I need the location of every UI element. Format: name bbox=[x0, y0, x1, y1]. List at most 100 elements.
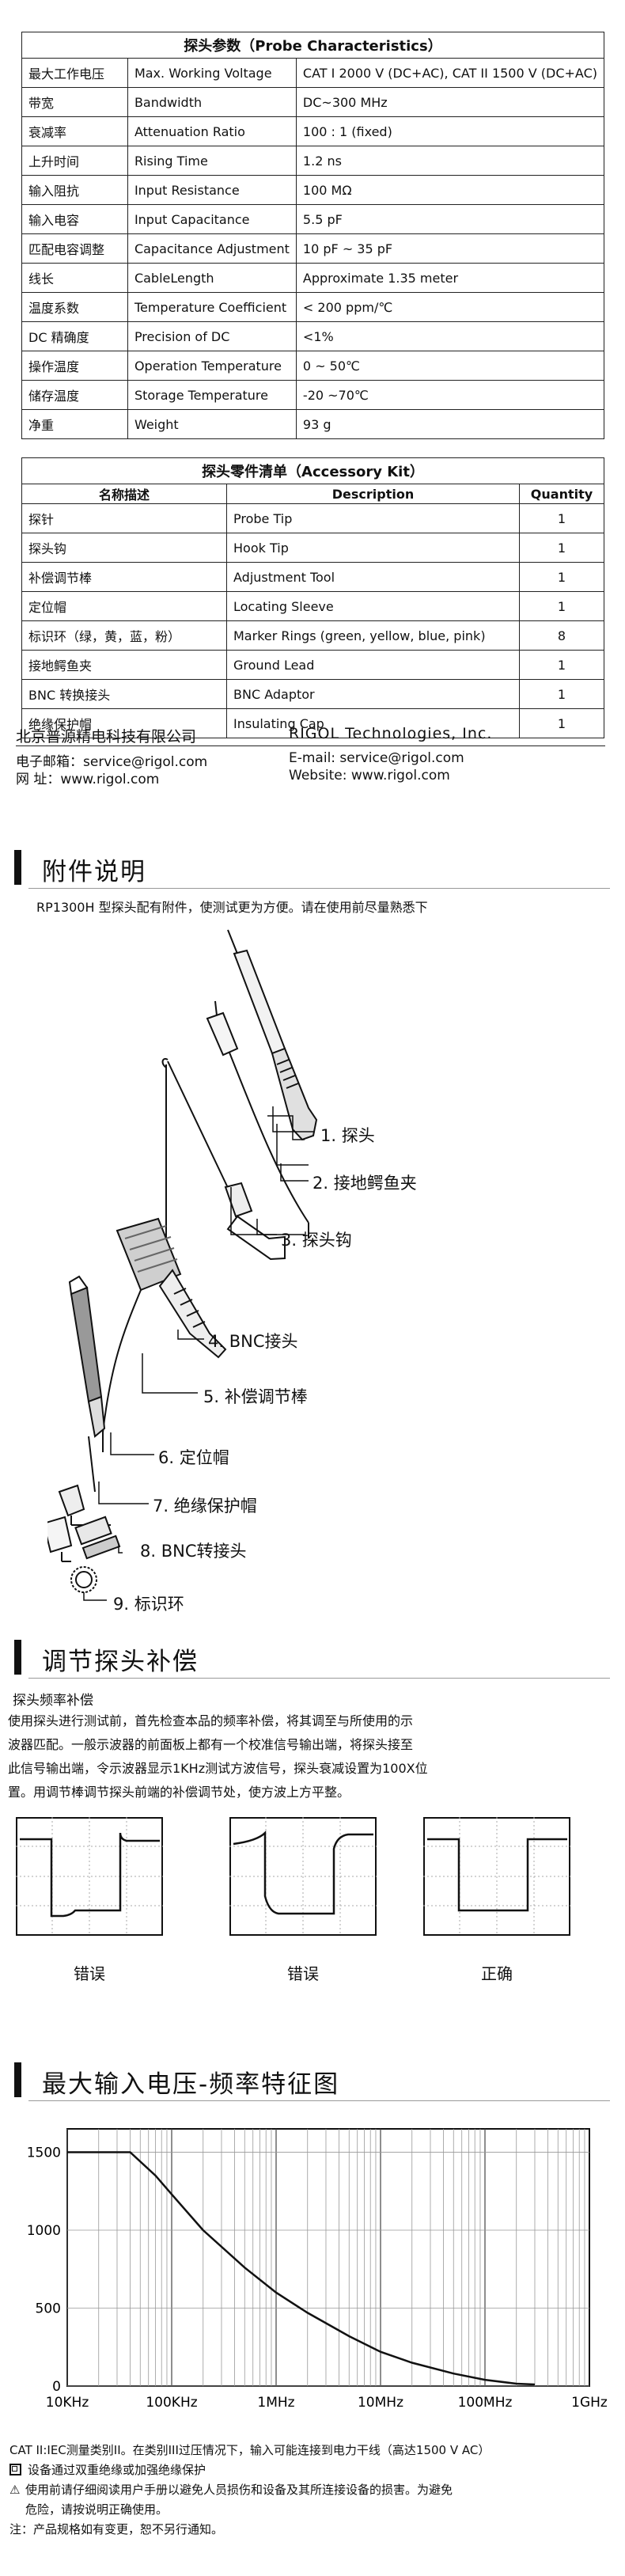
waveform-correct bbox=[423, 1817, 570, 1936]
section-title: 调节探头补偿 bbox=[42, 1648, 199, 1676]
param-name-cn: 储存温度 bbox=[21, 380, 128, 410]
label-leader-lines bbox=[98, 1106, 315, 1504]
accessory-label-5: 5. 补偿调节棒 bbox=[203, 1387, 308, 1406]
accessory-name-cn: 定位帽 bbox=[21, 591, 227, 621]
param-name-en: Operation Temperature bbox=[127, 351, 297, 381]
accessory-description: Hook Tip bbox=[226, 533, 520, 563]
param-name-en: Weight bbox=[127, 409, 297, 439]
accessories-intro: RP1300H 型探头配有附件，使测试更为方便。请在使用前尽量熟悉下 bbox=[36, 900, 428, 915]
accessory-name-cn: 接地鳄鱼夹 bbox=[21, 650, 227, 680]
accessory-label-3: 3. 探头钩 bbox=[281, 1231, 352, 1250]
param-value: 5.5 pF bbox=[295, 204, 605, 234]
compensation-subtitle: 探头频率补偿 bbox=[13, 1693, 93, 1709]
chart-x-tick-label: 100KHz bbox=[146, 2395, 197, 2411]
accessory-name-cn: BNC 转换接头 bbox=[21, 679, 227, 709]
param-value: -20 ~70℃ bbox=[295, 380, 605, 410]
website-cn: 网 址：www.rigol.com bbox=[16, 772, 160, 787]
notes-block: CAT II:IEC测量类别II。在类别III过压情况下，输入可能连接到电力干线… bbox=[9, 2441, 619, 2540]
accessory-name-cn: 补偿调节棒 bbox=[21, 562, 227, 592]
param-value: DC~300 MHz bbox=[295, 87, 605, 117]
warning-icon: ⚠ bbox=[9, 2483, 21, 2497]
email-en: E-mail: service@rigol.com bbox=[289, 750, 464, 766]
accessory-quantity: 1 bbox=[519, 562, 604, 592]
section-rule bbox=[28, 2100, 610, 2101]
param-name-en: Max. Working Voltage bbox=[127, 58, 297, 88]
param-name-en: Capacitance Adjustment bbox=[127, 233, 297, 264]
bnc-head-icon bbox=[102, 1217, 227, 1452]
accessory-description: Ground Lead bbox=[226, 650, 520, 680]
marker-ring-icon bbox=[70, 1566, 97, 1593]
param-value: 1.2 ns bbox=[295, 146, 605, 176]
param-value: < 200 ppm/℃ bbox=[295, 292, 605, 322]
param-name-cn: DC 精确度 bbox=[21, 321, 128, 351]
section-rule bbox=[28, 888, 610, 889]
bnc-adaptor-drawing bbox=[74, 1516, 121, 1560]
accessory-quantity: 1 bbox=[519, 708, 604, 738]
accessory-label-8: 8. BNC转接头 bbox=[140, 1542, 247, 1561]
param-name-en: Rising Time bbox=[127, 146, 297, 176]
chart-x-tick-label: 1MHz bbox=[257, 2395, 294, 2411]
param-name-cn: 上升时间 bbox=[21, 146, 128, 176]
waveform-undershoot bbox=[229, 1817, 377, 1936]
locating-sleeve-icon bbox=[58, 1484, 111, 1526]
param-name-en: CableLength bbox=[127, 263, 297, 293]
accessory-description: Locating Sleeve bbox=[226, 591, 520, 621]
accessory-quantity: 1 bbox=[519, 533, 604, 563]
double-insulation-icon bbox=[9, 2464, 21, 2475]
accessory-quantity: 1 bbox=[519, 650, 604, 680]
compensation-line: 置。用调节棒调节探头前端的补偿调节处，使方波上方平整。 bbox=[8, 1785, 350, 1800]
param-value: 0 ~ 50℃ bbox=[295, 351, 605, 381]
accessory-table-title: 探头零件清单（Accessory Kit） bbox=[21, 457, 604, 484]
chart-y-tick-label: 0 bbox=[52, 2379, 61, 2395]
probe-icon bbox=[227, 929, 318, 1141]
chart-x-tick-label: 10MHz bbox=[358, 2395, 403, 2411]
accessory-col-description: Description bbox=[226, 484, 520, 504]
param-name-en: Attenuation Ratio bbox=[127, 116, 297, 146]
param-name-cn: 线长 bbox=[21, 263, 128, 293]
param-name-en: Storage Temperature bbox=[127, 380, 297, 410]
accessories-illustration bbox=[47, 929, 318, 1562]
param-name-cn: 带宽 bbox=[21, 87, 128, 117]
derating-curve bbox=[67, 2151, 536, 2386]
accessory-table-row: 标识环（绿，黄，蓝，粉）Marker Rings (green, yellow,… bbox=[21, 620, 604, 651]
waveform-overshoot bbox=[16, 1817, 163, 1936]
accessory-label-9: 9. 标识环 bbox=[113, 1595, 184, 1614]
note-warning-cont: 危险，请按说明正确使用。 bbox=[25, 2502, 169, 2517]
param-name-cn: 最大工作电压 bbox=[21, 58, 128, 88]
param-name-en: Input Capacitance bbox=[127, 204, 297, 234]
accessory-kit-table: 探头零件清单（Accessory Kit） 名称描述 Description Q… bbox=[21, 457, 604, 738]
param-name-cn: 输入阻抗 bbox=[21, 175, 128, 205]
param-name-en: Precision of DC bbox=[127, 321, 297, 351]
note-warning: ⚠使用前请仔细阅读用户手册以避免人员损伤和设备及其所连接设备的损害。为避免 bbox=[9, 2480, 619, 2500]
company-name-cn: 北京普源精电科技有限公司 bbox=[16, 728, 197, 745]
probe-table-title: 探头参数（Probe Characteristics） bbox=[21, 32, 604, 59]
accessory-name-cn: 绝缘保护帽 bbox=[21, 708, 227, 738]
caption-wrong-2: 错误 bbox=[287, 1964, 319, 1983]
accessory-description: Marker Rings (green, yellow, blue, pink) bbox=[226, 620, 520, 651]
compensation-line: 此信号输出端，令示波器显示1KHz测试方波信号，探头衰减设置为100X位 bbox=[8, 1761, 428, 1776]
compensation-line: 使用探头进行测试前，首先检查本品的频率补偿，将其调至与所使用的示 bbox=[8, 1713, 414, 1728]
insulating-cap-icon bbox=[47, 1516, 73, 1562]
chart-y-tick-label: 500 bbox=[36, 2301, 61, 2317]
param-name-cn: 操作温度 bbox=[21, 351, 128, 381]
accessory-name-cn: 标识环（绿，黄，蓝，粉） bbox=[21, 620, 227, 651]
param-value: <1% bbox=[295, 321, 605, 351]
accessory-col-quantity: Quantity bbox=[519, 484, 604, 504]
param-name-en: Input Resistance bbox=[127, 175, 297, 205]
chart-x-tick-label: 100MHz bbox=[458, 2395, 513, 2411]
compensation-line: 波器匹配。一般示波器的前面板上都有一个校准信号输出端，将探头接至 bbox=[8, 1737, 414, 1752]
